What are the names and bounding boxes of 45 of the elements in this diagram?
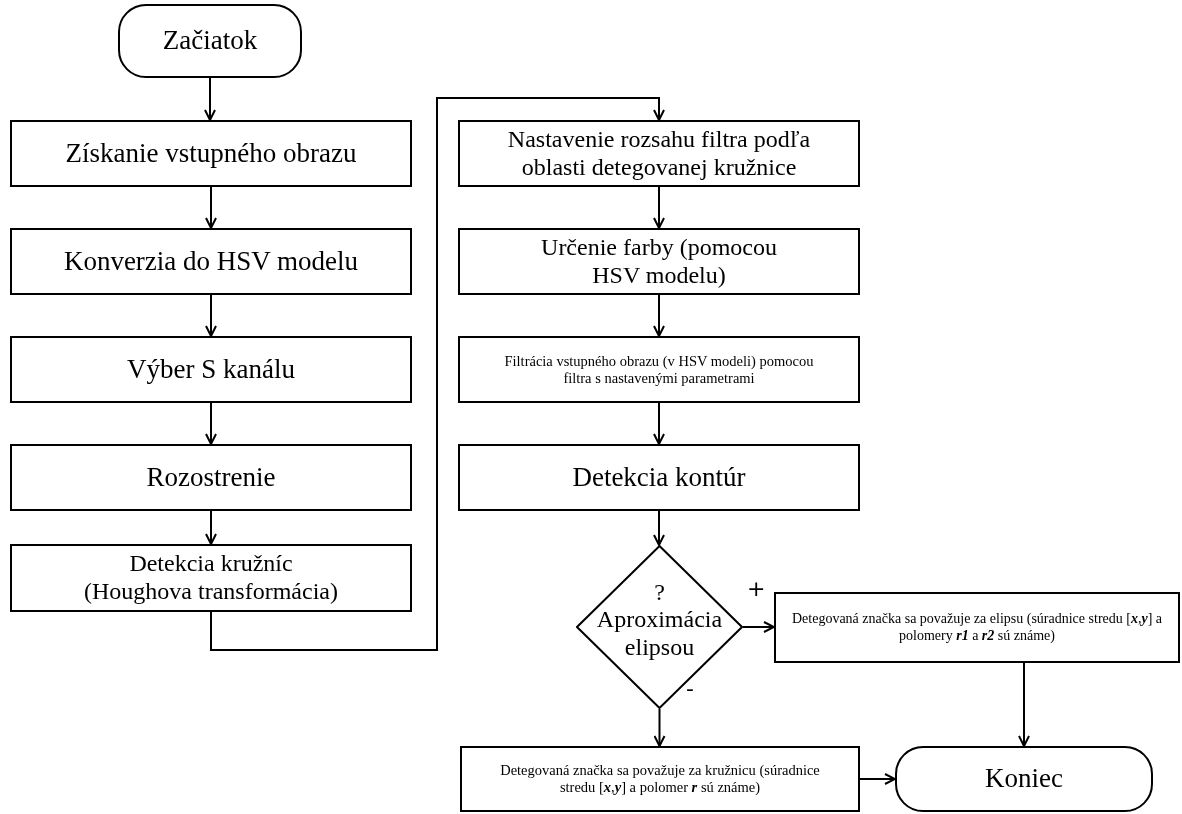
arrow <box>1018 662 1030 747</box>
node-text: Filtrácia vstupného obrazu (v HSV modeli) pomocou filtra s nastavenými parametrami <box>503 352 815 387</box>
process-box <box>10 544 412 612</box>
arrow <box>205 294 217 337</box>
process-box <box>10 120 412 187</box>
arrow <box>205 186 217 229</box>
process-box <box>10 336 412 403</box>
edge-label: + <box>747 578 766 600</box>
node-text: Aproximácia elipsou <box>595 606 724 662</box>
node-text: Určenie farby (pomocou HSV modelu) <box>540 233 778 290</box>
node-text: Začiatok <box>162 25 258 57</box>
node-text: Koniec <box>985 763 1063 795</box>
arrow <box>204 77 216 121</box>
node-text: Detegovaná značka sa považuje za elipsu (súradnice stredu [x,y] a polomery r1 a r2 sú známe) <box>790 611 1164 644</box>
process-box <box>460 746 860 812</box>
arrow <box>205 510 217 545</box>
node-text: Detegovaná značka sa považuje za kružnicu (súradnice stredu [x,y] a polomer r sú známe) <box>499 762 821 796</box>
process-box <box>458 228 860 295</box>
arrow <box>205 402 217 445</box>
process-box <box>458 444 860 511</box>
process-box <box>10 444 412 511</box>
arrow <box>653 294 665 337</box>
decision-diamond <box>576 545 743 709</box>
process-box <box>458 336 860 403</box>
question-mark: ? <box>654 578 665 607</box>
process-box <box>774 592 1180 663</box>
terminal-box <box>895 746 1153 812</box>
arrow <box>859 773 896 785</box>
edge-label: - <box>686 678 694 700</box>
process-box <box>458 120 860 187</box>
node-text: Konverzia do HSV modelu <box>63 245 359 277</box>
arrow <box>653 402 665 445</box>
node-text: Detekcia kružníc (Houghova transformácia) <box>83 550 339 606</box>
arrow <box>653 186 665 229</box>
node-text: Nastavenie rozsahu filtra podľa oblasti detegovanej kružnice <box>506 125 812 182</box>
arrow <box>210 97 665 651</box>
node-text: Detekcia kontúr <box>572 461 746 493</box>
process-box <box>10 228 412 295</box>
node-text: Získanie vstupného obrazu <box>65 137 357 169</box>
arrow <box>653 510 665 546</box>
arrow <box>653 708 666 747</box>
node-text: Rozostrenie <box>146 461 276 493</box>
arrow <box>742 621 775 633</box>
terminal-box <box>118 4 302 78</box>
node-text: Výber S kanálu <box>127 353 295 385</box>
